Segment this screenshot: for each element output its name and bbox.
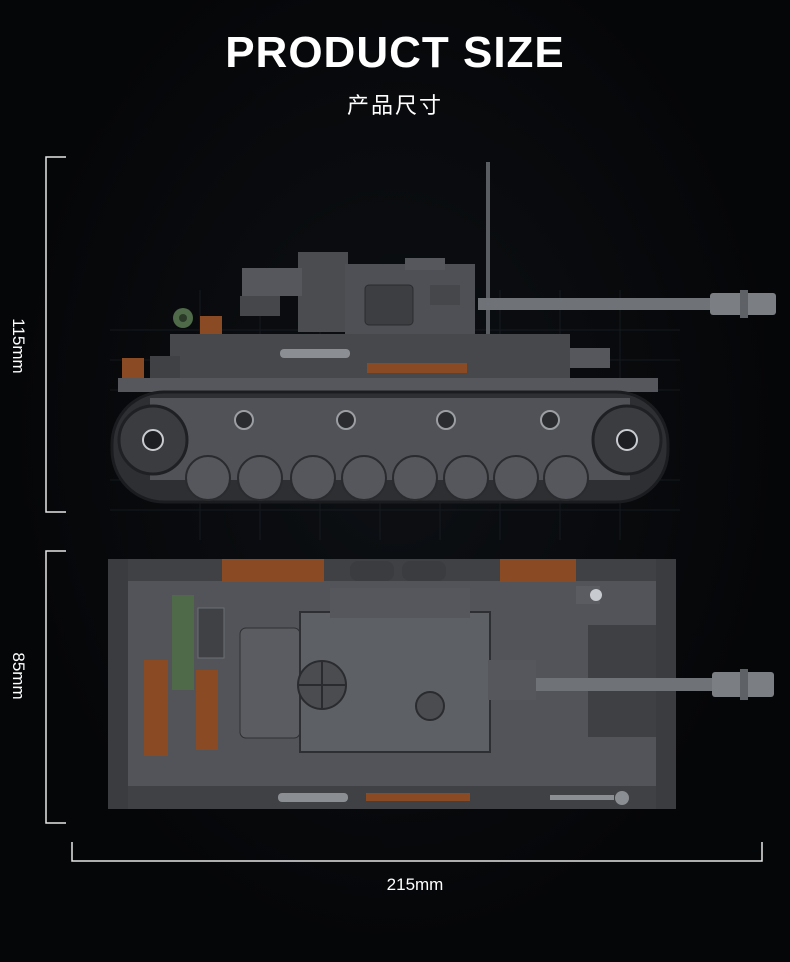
height-dimension-label: 115mm bbox=[9, 318, 28, 374]
page-subtitle: 产品尺寸 bbox=[346, 94, 443, 119]
tank-side-view bbox=[110, 162, 776, 504]
width-bracket bbox=[45, 550, 66, 824]
length-bracket bbox=[71, 842, 763, 862]
page-title: PRODUCT SIZE bbox=[225, 28, 565, 77]
height-bracket bbox=[45, 156, 66, 513]
width-dimension-label: 85mm bbox=[9, 652, 28, 700]
length-dimension-label: 215mm bbox=[386, 875, 444, 894]
tank-top-view bbox=[108, 559, 774, 809]
